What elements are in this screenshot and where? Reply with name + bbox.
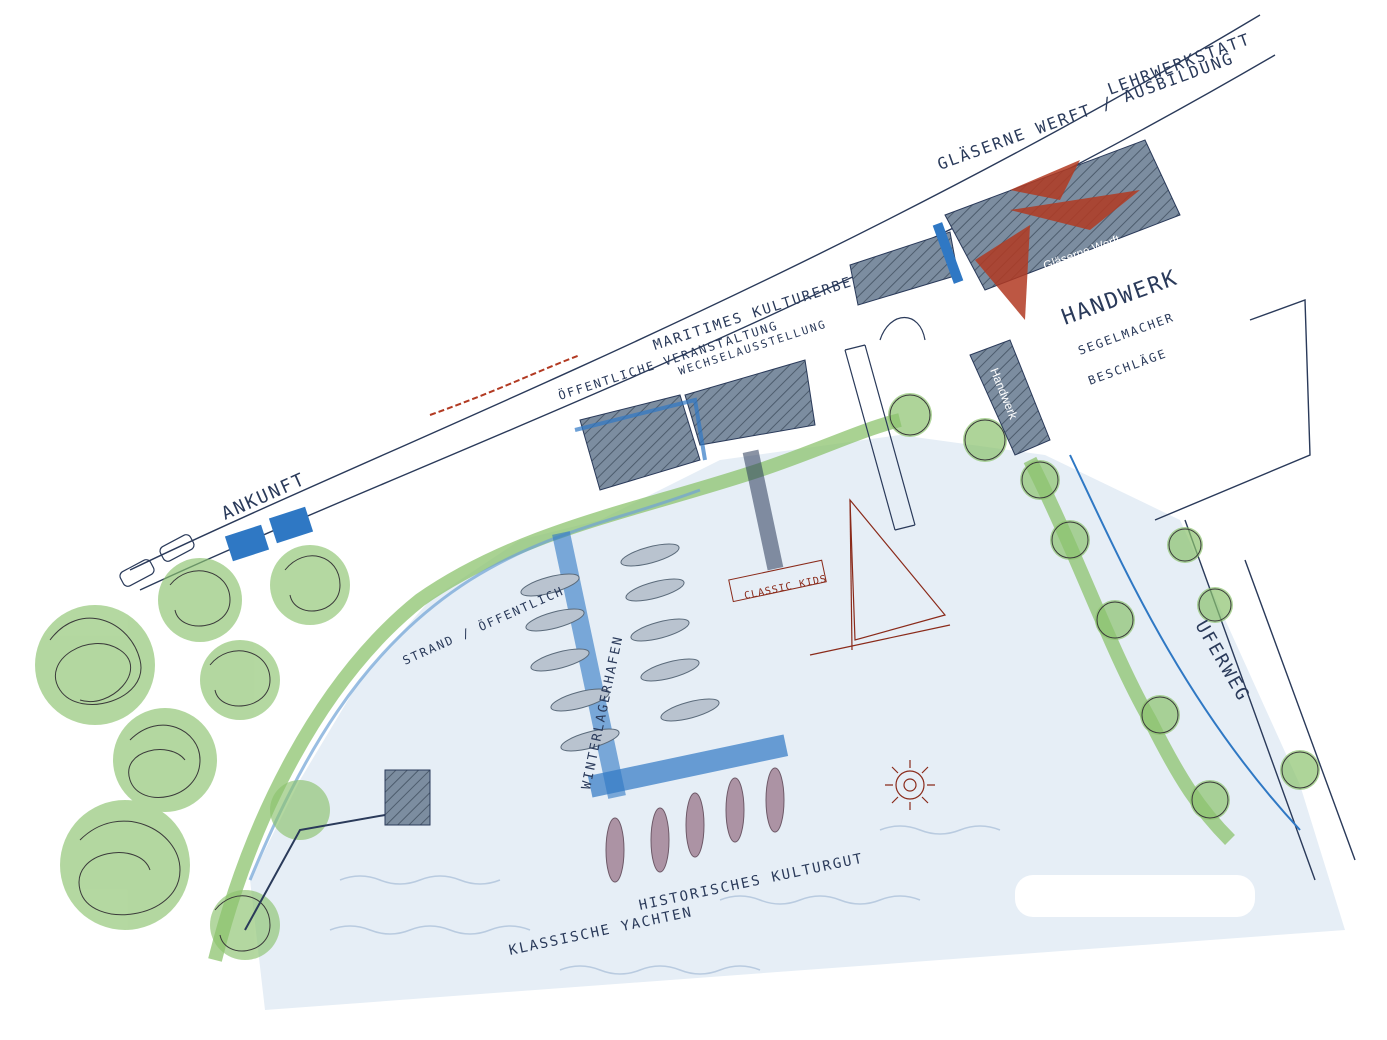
pier-east <box>742 449 784 571</box>
building-kulturerbe <box>684 359 816 446</box>
car-icons <box>119 534 195 587</box>
water-waves <box>329 825 1001 975</box>
building-handwerk <box>969 339 1051 456</box>
bridge-west <box>244 814 386 931</box>
classic-kids-sign <box>728 559 827 603</box>
label-beschlaege: BESCHLÄGE <box>1086 345 1169 387</box>
boats-historic <box>605 767 785 883</box>
building-blue-edge <box>574 397 707 461</box>
werft-red-sails <box>975 160 1140 320</box>
blank-patch <box>1015 875 1255 917</box>
shoreline-green <box>208 413 902 962</box>
east-shore-line <box>1069 454 1301 831</box>
parking-box-2 <box>268 506 314 544</box>
trees-east <box>888 393 1320 820</box>
sun-compass-icon <box>885 760 935 810</box>
boats-grey <box>520 543 720 752</box>
pier-cross <box>587 734 789 798</box>
tree-scribbles <box>49 555 341 952</box>
sailboat-drawing <box>809 498 951 656</box>
water-basin <box>250 435 1345 1010</box>
pier-west-square <box>384 769 431 826</box>
road-red-mark <box>429 354 581 416</box>
werft-blue-divider <box>932 222 964 284</box>
crane-structures <box>844 316 926 531</box>
tree-east-outlines <box>889 394 1319 819</box>
building-veranstaltung <box>579 394 701 491</box>
parking-box-1 <box>224 524 270 562</box>
